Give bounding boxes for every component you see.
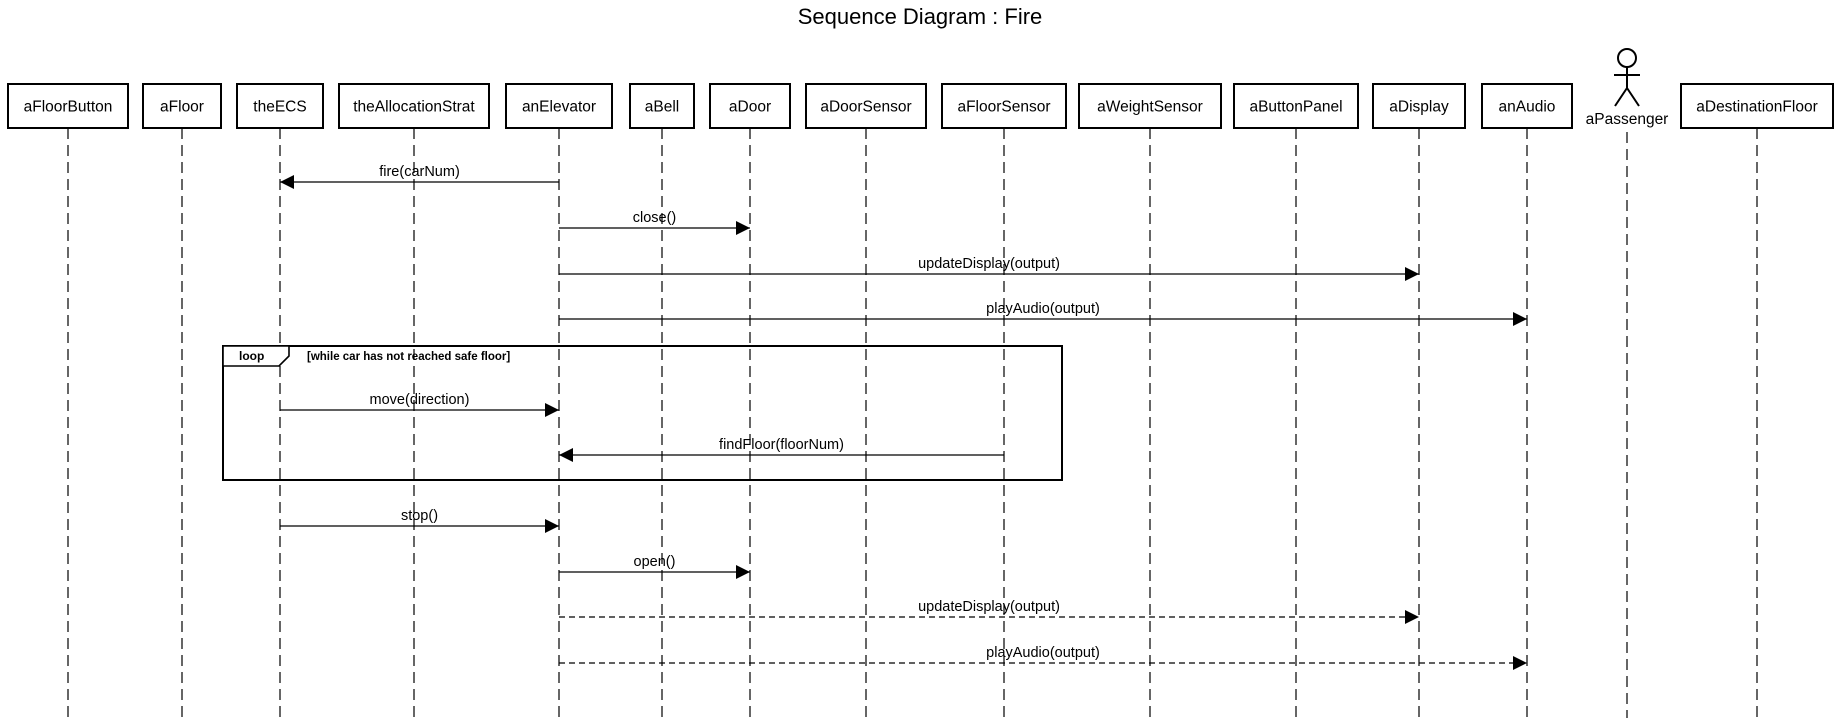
message-10: playAudio(output) <box>559 645 1527 670</box>
message-label: playAudio(output) <box>986 301 1100 317</box>
participant-label: aDestinationFloor <box>1696 99 1817 116</box>
message-3: updateDisplay(output) <box>559 256 1419 281</box>
message-1: fire(carNum) <box>280 164 559 189</box>
participant-label: aDoorSensor <box>820 99 911 116</box>
message-label: updateDisplay(output) <box>918 599 1060 615</box>
fragment-guard: [while car has not reached safe floor] <box>307 351 510 363</box>
message-label: move(direction) <box>370 392 470 408</box>
participant-box <box>629 83 695 129</box>
message-2: close() <box>559 210 750 235</box>
participant-aWeightSensor: aWeightSensor <box>1078 83 1222 129</box>
fragment-frame <box>222 345 1063 481</box>
loop-fragment: loop [while car has not reached safe floo… <box>222 345 1063 481</box>
participant-aButtonPanel: aButtonPanel <box>1233 83 1359 129</box>
participant-box <box>142 83 222 129</box>
participant-aFloor: aFloor <box>142 83 222 129</box>
participant-label: anElevator <box>522 99 596 116</box>
message-label: stop() <box>401 508 438 524</box>
participant-box <box>1372 83 1466 129</box>
participant-label: aFloor <box>160 99 204 116</box>
participant-label: aWeightSensor <box>1097 99 1203 116</box>
participant-box <box>236 83 324 129</box>
participant-label: aDisplay <box>1389 99 1449 116</box>
fragment-operator: loop <box>239 349 264 363</box>
message-9: updateDisplay(output) <box>559 599 1419 624</box>
fragment-tab <box>222 345 290 367</box>
message-label: updateDisplay(output) <box>918 256 1060 272</box>
participant-box <box>709 83 791 129</box>
participant-label: theECS <box>253 99 306 116</box>
message-label: open() <box>634 554 676 570</box>
diagram-title: Sequence Diagram : Fire <box>797 4 1043 29</box>
participant-box <box>1481 83 1573 129</box>
participant-label: aDoor <box>729 99 771 116</box>
participant-aDestinationFloor: aDestinationFloor <box>1680 83 1834 129</box>
participant-anElevator: anElevator <box>505 83 613 129</box>
participant-box <box>805 83 927 129</box>
message-6: findFloor(floorNum) <box>559 437 1004 462</box>
participant-aDoor: aDoor <box>709 83 791 129</box>
participant-aFloorButton: aFloorButton <box>7 83 129 129</box>
participant-box <box>7 83 129 129</box>
participant-theECS: theECS <box>236 83 324 129</box>
participant-aPassenger: aPassenger <box>1586 48 1669 128</box>
participant-aBell: aBell <box>629 83 695 129</box>
message-label: close() <box>633 210 677 226</box>
participant-aDoorSensor: aDoorSensor <box>805 83 927 129</box>
message-5: move(direction) <box>280 392 559 417</box>
participant-box <box>941 83 1067 129</box>
message-7: stop() <box>280 508 559 533</box>
participant-box <box>1233 83 1359 129</box>
actor-icon <box>1614 48 1640 107</box>
participant-label: aFloorSensor <box>957 99 1050 116</box>
participant-box <box>1680 83 1834 129</box>
participant-label: aBell <box>645 99 679 116</box>
message-8: open() <box>559 554 750 579</box>
participant-anAudio: anAudio <box>1481 83 1573 129</box>
participant-box <box>338 83 490 129</box>
participant-label: anAudio <box>1499 99 1556 116</box>
participant-label: aButtonPanel <box>1249 99 1342 116</box>
participant-label: theAllocationStrat <box>353 99 475 116</box>
participant-box <box>1078 83 1222 129</box>
message-label: playAudio(output) <box>986 645 1100 661</box>
participant-box <box>505 83 613 129</box>
message-4: playAudio(output) <box>559 301 1527 326</box>
participant-theAllocationStrat: theAllocationStrat <box>338 83 490 129</box>
participant-aFloorSensor: aFloorSensor <box>941 83 1067 129</box>
participant-label: aFloorButton <box>24 99 113 116</box>
message-label: fire(carNum) <box>379 164 460 180</box>
participant-label: aPassenger <box>1586 111 1669 128</box>
participant-aDisplay: aDisplay <box>1372 83 1466 129</box>
message-label: findFloor(floorNum) <box>719 437 844 453</box>
